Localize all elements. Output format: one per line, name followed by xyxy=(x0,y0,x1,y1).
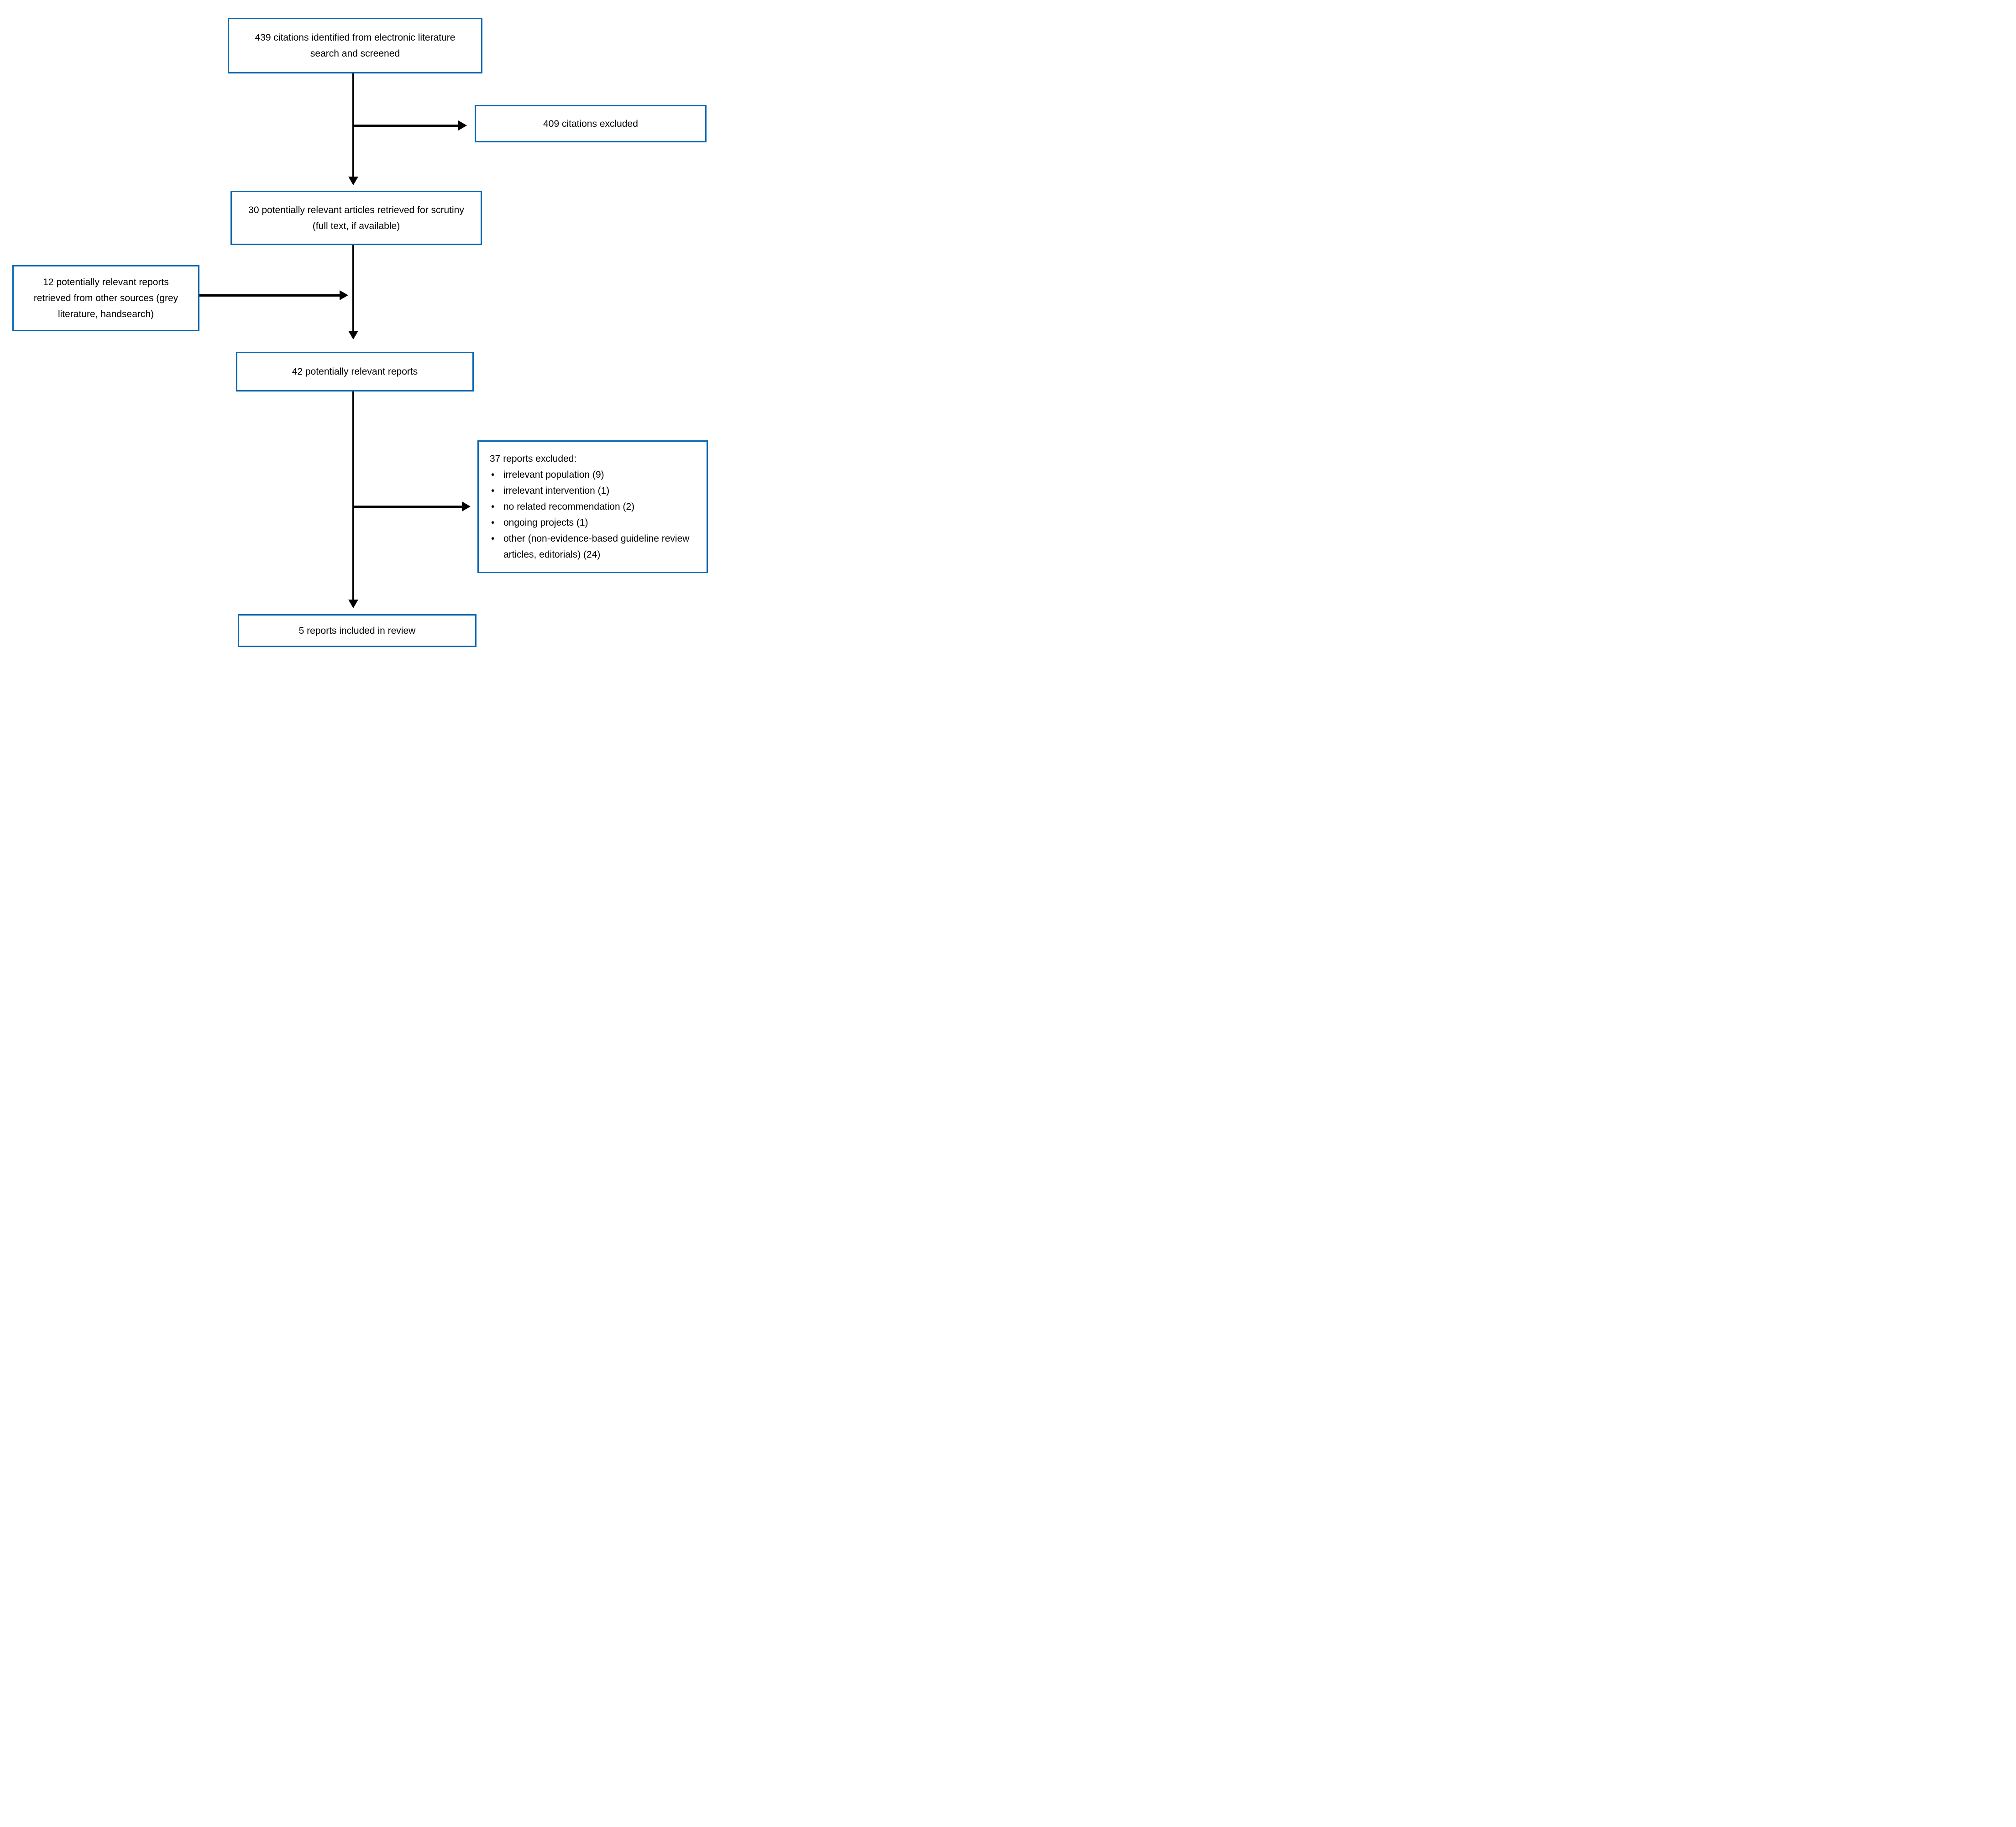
box-citations-identified: 439 citations identified from electronic… xyxy=(228,18,482,73)
arrowhead-down-into-combined-icon xyxy=(348,331,358,339)
box-other-sources-text: 12 potentially relevant reports retrieve… xyxy=(33,277,178,319)
connector-combined-to-included xyxy=(352,392,354,600)
box-included-in-review-text: 5 reports included in review xyxy=(298,625,416,636)
excluded-reason-text: irrelevant population (9) xyxy=(503,470,604,480)
box-citations-excluded: 409 citations excluded xyxy=(475,105,707,142)
excluded-reason-text: no related recommendation (2) xyxy=(503,501,635,512)
arrowhead-right-into-reports-excluded-icon xyxy=(462,501,471,512)
excluded-reason-text: irrelevant intervention (1) xyxy=(503,485,610,496)
box-reports-excluded: 37 reports excluded: • irrelevant popula… xyxy=(477,440,708,573)
arrowhead-right-into-citations-excluded-icon xyxy=(458,120,467,130)
box-other-sources: 12 potentially relevant reports retrieve… xyxy=(12,265,199,331)
connector-branch-to-citations-excluded xyxy=(352,125,458,127)
box-combined-reports-text: 42 potentially relevant reports xyxy=(292,366,418,377)
excluded-reason-item: • irrelevant population (9) xyxy=(490,467,604,483)
box-reports-excluded-heading: 37 reports excluded: xyxy=(490,454,577,464)
box-articles-retrieved-text: 30 potentially relevant articles retriev… xyxy=(248,204,464,231)
excluded-reason-item: • other (non-evidence-based guideline re… xyxy=(490,531,696,563)
excluded-reason-text: ongoing projects (1) xyxy=(503,517,588,528)
connector-other-sources-to-main xyxy=(199,294,340,297)
excluded-reason-text: other (non-evidence-based guideline revi… xyxy=(503,533,690,560)
excluded-reason-item: • no related recommendation (2) xyxy=(490,499,634,515)
bullet-icon: • xyxy=(491,533,495,544)
bullet-icon: • xyxy=(491,485,495,496)
arrowhead-right-from-other-sources-icon xyxy=(340,290,348,300)
box-citations-excluded-text: 409 citations excluded xyxy=(543,118,638,129)
box-combined-reports: 42 potentially relevant reports xyxy=(236,352,474,392)
literature-screening-flowchart: 439 citations identified from electronic… xyxy=(0,0,715,648)
excluded-reason-item: • irrelevant intervention (1) xyxy=(490,483,609,499)
arrowhead-down-into-retrieved-icon xyxy=(348,177,358,185)
arrowhead-down-into-included-icon xyxy=(348,600,358,608)
connector-branch-to-reports-excluded xyxy=(352,506,462,508)
bullet-icon: • xyxy=(491,517,495,528)
excluded-reason-item: • ongoing projects (1) xyxy=(490,515,588,531)
box-articles-retrieved: 30 potentially relevant articles retriev… xyxy=(230,191,482,245)
bullet-icon: • xyxy=(491,501,495,512)
box-citations-identified-text: 439 citations identified from electronic… xyxy=(255,32,456,59)
bullet-icon: • xyxy=(491,470,495,480)
box-included-in-review: 5 reports included in review xyxy=(238,614,477,647)
connector-retrieved-to-combined xyxy=(352,245,354,331)
